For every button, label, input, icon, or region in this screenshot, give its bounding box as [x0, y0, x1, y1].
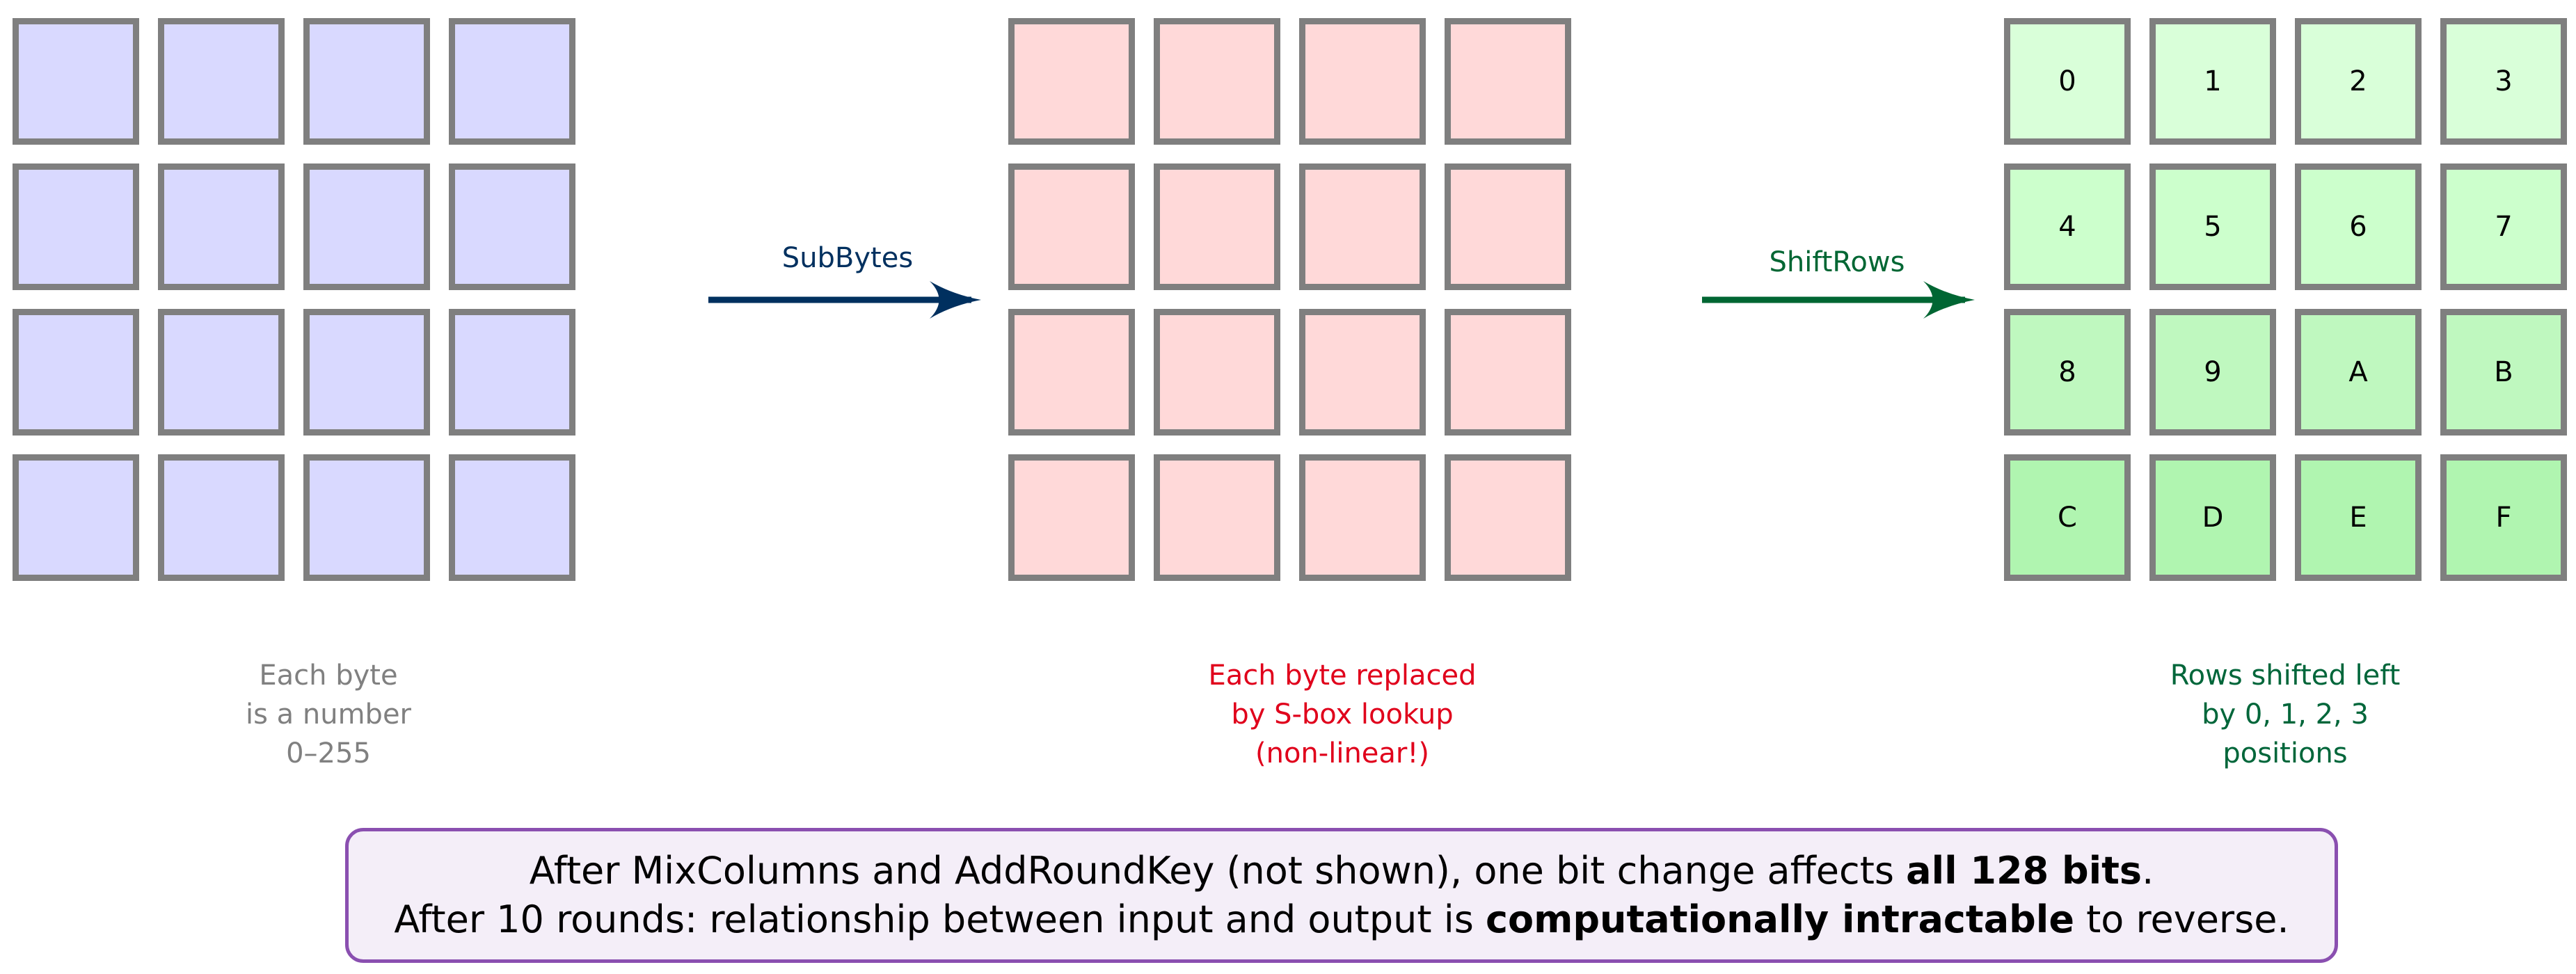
subbytes-cell [1154, 454, 1280, 581]
summary-line-2-text: After 10 rounds: relationship between in… [394, 897, 1486, 941]
state-caption-line: is a number [245, 698, 411, 730]
state-cell [13, 309, 139, 436]
shiftrows-cell: F [2440, 454, 2567, 581]
subbytes-cell [1154, 309, 1280, 436]
subbytes-caption-line: Each byte replaced [1208, 660, 1477, 692]
summary-line-1-end: . [2142, 849, 2154, 893]
state-caption: Each byte is a number 0–255 [85, 656, 572, 773]
state-cell [449, 309, 575, 436]
subbytes-cell [1008, 309, 1135, 436]
state-cell [13, 454, 139, 581]
subbytes-cell [1154, 18, 1280, 145]
shiftrows-cell: D [2149, 454, 2276, 581]
shiftrows-cell: 3 [2440, 18, 2567, 145]
shiftrows-cell: A [2295, 309, 2422, 436]
shiftrows-cell: 0 [2004, 18, 2131, 145]
shiftrows-arrow [1702, 281, 1975, 319]
shiftrows-cell: 1 [2149, 18, 2276, 145]
state-cell [13, 18, 139, 145]
subbytes-cell [1299, 163, 1426, 290]
shiftrows-caption-line: Rows shifted left [2170, 660, 2401, 692]
shiftrows-cell: E [2295, 454, 2422, 581]
subbytes-arrow [708, 281, 981, 319]
state-cell [303, 163, 430, 290]
shiftrows-cell: 5 [2149, 163, 2276, 290]
state-cell [158, 163, 285, 290]
state-cell [449, 454, 575, 581]
state-cell [449, 18, 575, 145]
subbytes-cell [1008, 454, 1135, 581]
shiftrows-caption: Rows shifted left by 0, 1, 2, 3 position… [2042, 656, 2529, 773]
subbytes-cell [1154, 163, 1280, 290]
summary-line-2: After 10 rounds: relationship between in… [394, 895, 2289, 944]
summary-line-1-emphasis: all 128 bits [1906, 849, 2142, 893]
state-cell [303, 454, 430, 581]
subbytes-cell [1299, 454, 1426, 581]
shiftrows-cell: 4 [2004, 163, 2131, 290]
shiftrows-cell: 9 [2149, 309, 2276, 436]
state-caption-line: Each byte [259, 660, 398, 692]
subbytes-cell [1445, 18, 1571, 145]
subbytes-caption-line: by S-box lookup [1231, 698, 1454, 730]
subbytes-grid [1008, 18, 1573, 582]
state-cell [158, 454, 285, 581]
shiftrows-cell: 8 [2004, 309, 2131, 436]
summary-line-2-emphasis: computationally intractable [1486, 897, 2074, 941]
state-cell [303, 18, 430, 145]
state-cell [158, 18, 285, 145]
subbytes-cell [1008, 163, 1135, 290]
shiftrows-cell: 2 [2295, 18, 2422, 145]
subbytes-caption-line: (non-linear!) [1255, 737, 1429, 769]
state-cell [303, 309, 430, 436]
shiftrows-caption-line: positions [2223, 737, 2348, 769]
state-grid [13, 18, 577, 582]
subbytes-caption: Each byte replaced by S-box lookup (non-… [1099, 656, 1586, 773]
subbytes-cell [1299, 309, 1426, 436]
summary-line-2-end: to reverse. [2074, 897, 2289, 941]
state-cell [158, 309, 285, 436]
subbytes-arrow-label: SubBytes [781, 242, 914, 274]
shiftrows-cell: B [2440, 309, 2567, 436]
subbytes-cell [1445, 163, 1571, 290]
summary-line-1-text: After MixColumns and AddRoundKey (not sh… [529, 849, 1907, 893]
state-caption-line: 0–255 [286, 737, 371, 769]
shiftrows-cell: 6 [2295, 163, 2422, 290]
shiftrows-cell: 7 [2440, 163, 2567, 290]
subbytes-cell [1445, 454, 1571, 581]
shiftrows-caption-line: by 0, 1, 2, 3 [2202, 698, 2369, 730]
shiftrows-cell: C [2004, 454, 2131, 581]
subbytes-cell [1299, 18, 1426, 145]
subbytes-cell [1008, 18, 1135, 145]
state-cell [449, 163, 575, 290]
shiftrows-arrow-label: ShiftRows [1769, 246, 1905, 278]
subbytes-cell [1445, 309, 1571, 436]
state-cell [13, 163, 139, 290]
summary-line-1: After MixColumns and AddRoundKey (not sh… [530, 847, 2154, 895]
summary-box: After MixColumns and AddRoundKey (not sh… [345, 828, 2338, 963]
